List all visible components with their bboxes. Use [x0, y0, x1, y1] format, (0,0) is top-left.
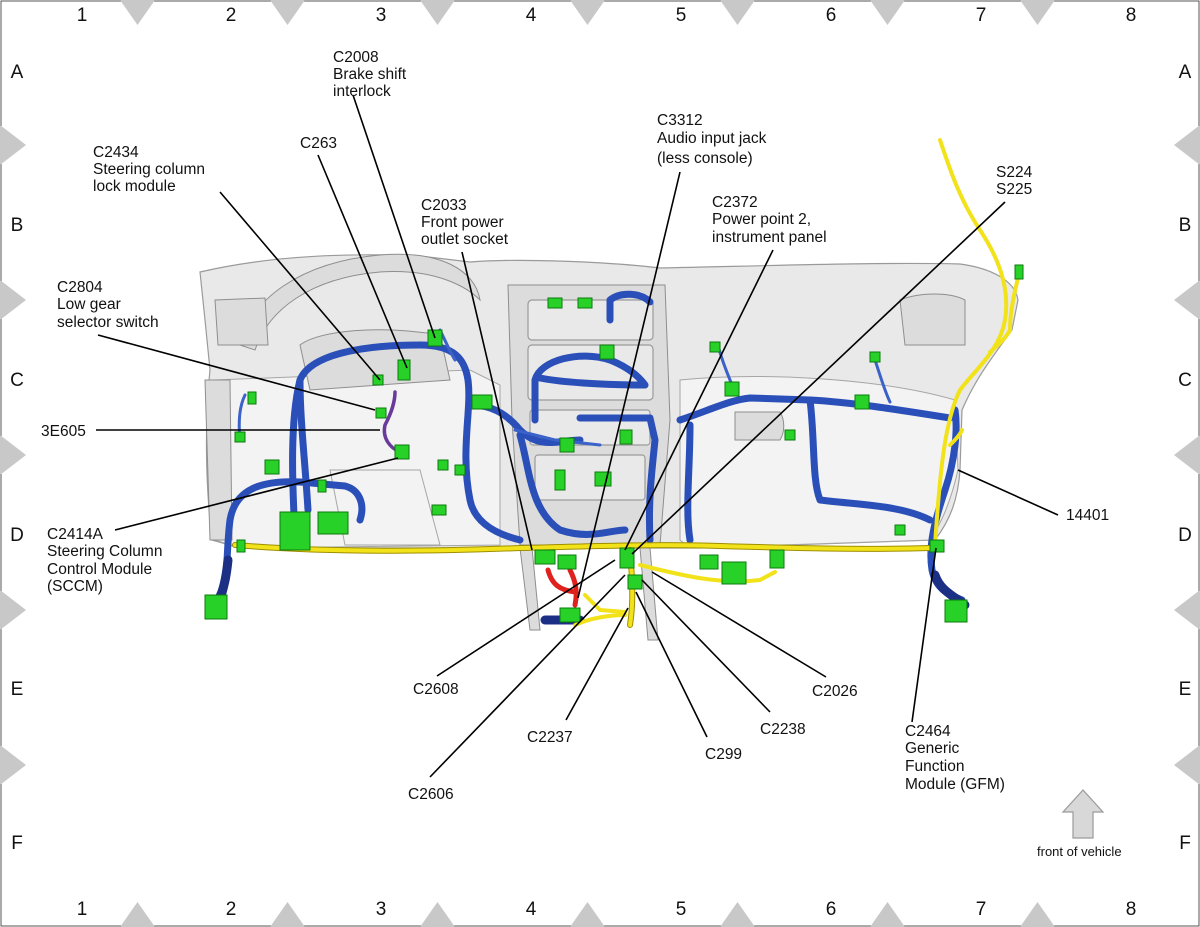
row-label: A [11, 62, 24, 83]
callout-c2033: C2033 Front power outlet socket [421, 197, 509, 248]
grid-markers-top [120, 0, 1055, 25]
col-label: 5 [676, 5, 687, 26]
leader-lines [96, 94, 1059, 778]
harness-purple [382, 390, 402, 454]
col-label: 7 [976, 899, 987, 920]
callout-c2434: C2434 Steering column lock module [93, 144, 205, 195]
callout-line: 14401 [1066, 507, 1109, 524]
col-label: 3 [376, 899, 387, 920]
callout-line: S224 [996, 164, 1033, 181]
callout-c2008: C2008 Brake shift interlock [333, 49, 407, 100]
callout-line: (SCCM) [47, 578, 103, 595]
grid-markers-left [0, 125, 26, 785]
col-label: 2 [226, 899, 237, 920]
callout-line: 3E605 [41, 423, 86, 440]
callout-c2804: C2804 Low gear selector switch [57, 279, 159, 331]
front-of-vehicle-label: front of vehicle [1037, 844, 1122, 859]
callout-c2238: C2238 [760, 721, 806, 738]
callout-c2237: C2237 [527, 729, 573, 746]
row-label: D [1178, 525, 1192, 546]
col-label: 4 [526, 899, 537, 920]
connectors [204, 264, 1024, 623]
callout-line: C2434 [93, 144, 139, 161]
front-of-vehicle-indicator: front of vehicle [1037, 789, 1122, 859]
row-label: C [1178, 370, 1192, 391]
grid-markers-bottom [120, 902, 1055, 927]
row-label: B [11, 215, 24, 236]
col-label: 3 [376, 5, 387, 26]
col-label: 2 [226, 5, 237, 26]
callout-line: lock module [93, 178, 176, 195]
grid-row-labels-left: A B C D E F [10, 62, 24, 854]
callout-line: C299 [705, 746, 742, 763]
callout-line: C3312 [657, 112, 703, 129]
col-label: 8 [1126, 899, 1137, 920]
callout-line: Brake shift [333, 66, 407, 83]
row-label: D [10, 525, 24, 546]
harness-yellow [232, 138, 1022, 628]
callout-c2464: C2464 Generic Function Module (GFM) [905, 723, 1005, 793]
col-label: 5 [676, 899, 687, 920]
callout-3e605: 3E605 [41, 423, 86, 440]
row-label: F [1179, 833, 1191, 854]
callout-line: Low gear [57, 296, 121, 313]
row-label: E [11, 679, 24, 700]
callout-line: Generic [905, 740, 960, 757]
callout-s224: S224 S225 [996, 164, 1033, 198]
callout-line: C2238 [760, 721, 806, 738]
callout-line: (less console) [657, 150, 753, 167]
row-label: F [11, 833, 23, 854]
callout-line: C2237 [527, 729, 573, 746]
grid-markers-right [1174, 125, 1200, 785]
callout-line: Control Module [47, 561, 152, 578]
callout-line: Power point 2, [712, 211, 811, 228]
col-label: 4 [526, 5, 537, 26]
callout-line: outlet socket [421, 231, 509, 248]
col-label: 6 [826, 5, 837, 26]
row-label: B [1179, 215, 1192, 236]
row-label: E [1179, 679, 1192, 700]
callout-c2026: C2026 [812, 683, 858, 700]
grid-column-labels-top: 1 2 3 4 5 6 7 8 [77, 5, 1137, 26]
callout-line: Module (GFM) [905, 776, 1005, 793]
arrow-up-icon [1061, 789, 1105, 839]
callout-line: interlock [333, 83, 391, 100]
col-label: 1 [77, 899, 88, 920]
callout-c2606: C2606 [408, 786, 454, 803]
callout-line: C2414A [47, 526, 104, 543]
callout-line: C2606 [408, 786, 454, 803]
callout-c299: C299 [705, 746, 742, 763]
callout-line: S225 [996, 181, 1032, 198]
callout-line: instrument panel [712, 229, 827, 246]
grid-row-labels-right: A B C D E F [1178, 62, 1192, 854]
col-label: 7 [976, 5, 987, 26]
callout-14401: 14401 [1066, 507, 1109, 524]
callout-line: C2033 [421, 197, 467, 214]
callout-line: Audio input jack [657, 130, 767, 147]
row-label: C [10, 370, 24, 391]
grid-column-labels-bottom: 1 2 3 4 5 6 7 8 [77, 899, 1137, 920]
col-label: 8 [1126, 5, 1137, 26]
callout-c2608: C2608 [413, 681, 459, 698]
callout-line: selector switch [57, 314, 159, 331]
callout-c263: C263 [300, 135, 337, 152]
callout-c2372: C2372 Power point 2, instrument panel [712, 194, 827, 246]
callout-line: Steering Column [47, 543, 162, 560]
callout-c2414a: C2414A Steering Column Control Module (S… [47, 526, 162, 595]
col-label: 6 [826, 899, 837, 920]
callout-line: Steering column [93, 161, 205, 178]
callout-line: C2026 [812, 683, 858, 700]
callout-line: C2804 [57, 279, 103, 296]
callout-line: C263 [300, 135, 337, 152]
callout-line: C2372 [712, 194, 758, 211]
callout-line: C2608 [413, 681, 459, 698]
callout-c3312: C3312 Audio input jack (less console) [657, 112, 767, 167]
callout-line: C2008 [333, 49, 379, 66]
row-label: A [1179, 62, 1192, 83]
col-label: 1 [77, 5, 88, 26]
callout-line: Function [905, 758, 964, 775]
callout-line: Front power [421, 214, 504, 231]
callout-line: C2464 [905, 723, 951, 740]
